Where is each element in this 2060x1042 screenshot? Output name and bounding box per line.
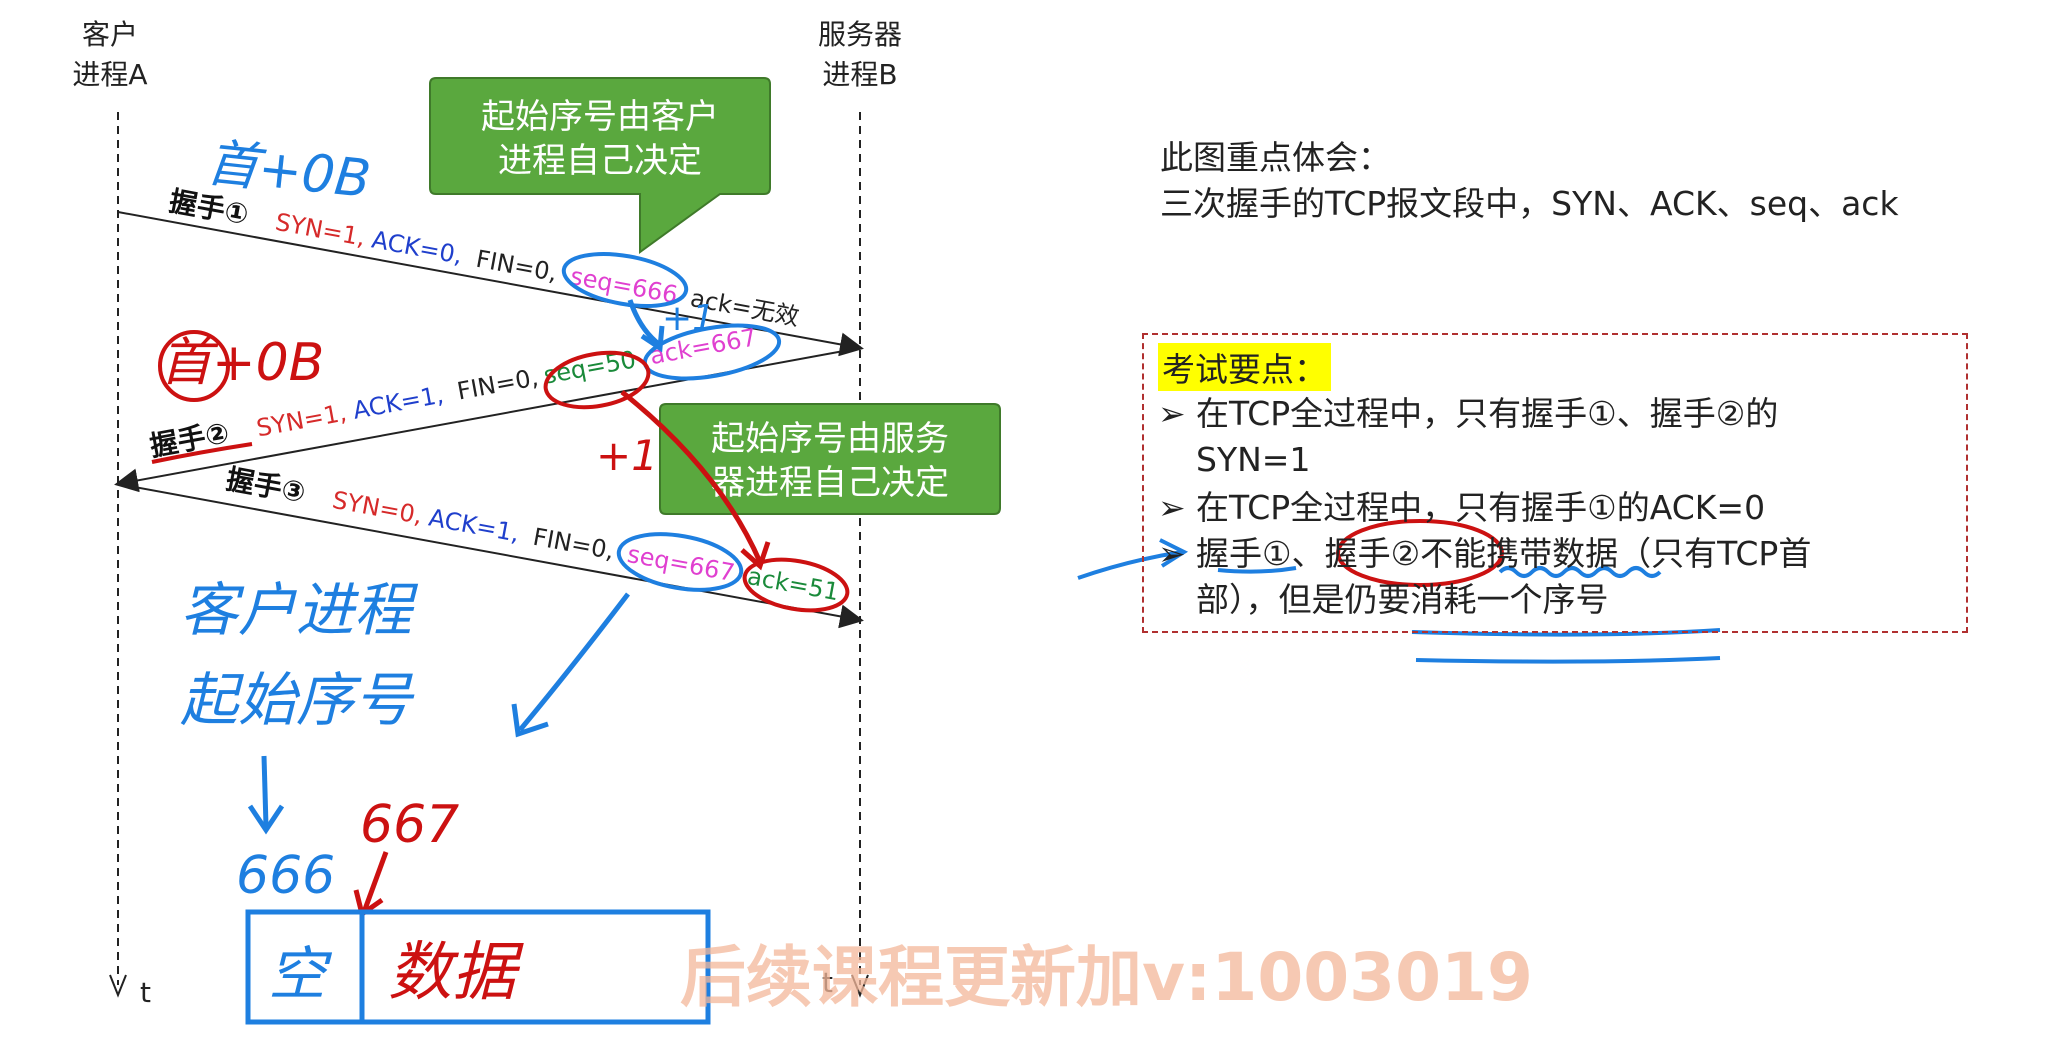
handshake3-ack: ACK=1, — [427, 504, 522, 548]
bullet-arrow-icon: ➢ — [1158, 488, 1186, 527]
pen-circle-ack51 — [742, 557, 850, 613]
pen-plus-one-b: +1 — [596, 431, 658, 480]
notes-line1: 此图重点体会： — [1160, 138, 1391, 177]
pen-underline-seq-2 — [1415, 656, 1721, 664]
watermark: 后续课程更新加v:1003019 — [680, 939, 1533, 1016]
key-notes: 此图重点体会： 三次握手的TCP报文段中，SYN、ACK、seq、ack — [1160, 135, 1899, 227]
pen-client-start-2: 起始序号 — [180, 666, 415, 734]
segment-box — [245, 909, 711, 1025]
notes-line2: 三次握手的TCP报文段中，SYN、ACK、seq、ack — [1160, 184, 1899, 223]
callout-server-seq-box — [659, 403, 1001, 515]
pen-arrowhead-b — [740, 541, 771, 571]
pen-num-667: 667 — [360, 795, 459, 855]
handshake1-syn: SYN=1, — [273, 208, 367, 252]
exam-b1-line1: 在TCP全过程中，只有握手①、握手②的 — [1196, 394, 1779, 433]
pen-arrow-down-666 — [261, 755, 269, 827]
handshake3-line — [117, 483, 864, 629]
pen-circle-seq667 — [616, 532, 744, 592]
pen-underline-handshake1-note — [1217, 566, 1297, 574]
server-label-1: 服务器 — [818, 18, 902, 51]
exam-b2: 在TCP全过程中，只有握手①的ACK=0 — [1196, 488, 1766, 527]
callout-server-seq-line2: 器进程自己决定 — [711, 463, 949, 503]
pen-circle-seq666 — [561, 252, 689, 308]
pen-underline-handshake2 — [151, 442, 253, 464]
bullet-arrow-icon: ➢ — [1158, 534, 1186, 573]
time-label-right: t — [822, 966, 833, 999]
handshake3-syn: SYN=0, — [330, 486, 424, 530]
pen-arrow-667 — [361, 851, 389, 913]
segment-data-label: 数据 — [388, 936, 524, 1010]
handshake1-ack: ACK=0, — [370, 226, 465, 270]
server-time-arrow — [851, 974, 869, 998]
exam-bullet-2: ➢ 在TCP全过程中，只有握手①的ACK=0 — [1158, 485, 1765, 531]
pen-circle-handshake2-note — [1336, 519, 1504, 587]
handshake2-fin: FIN=0, — [455, 363, 541, 405]
pen-arrowhead-a — [640, 325, 665, 353]
pen-squiggle-no-data — [1498, 566, 1662, 578]
callout-server-seq-line1: 起始序号由服务 — [711, 419, 949, 459]
pen-client-start-1: 客户进程 — [180, 576, 419, 644]
segment-empty-label: 空 — [268, 940, 333, 1008]
exam-b3-line1: 握手①、握手②不能携带数据（只有TCP首 — [1196, 534, 1812, 573]
handshake3-fin: FIN=0, — [531, 523, 617, 565]
handshake2-syn: SYN=1, — [254, 398, 348, 442]
pen-note-mid: 首+0B — [160, 333, 324, 393]
pen-arrowhead-right-panel — [1159, 538, 1189, 568]
pen-arrow-plus-one-b — [620, 390, 763, 563]
pen-arrowhead-666 — [247, 804, 285, 835]
exam-b3-line2: 部），但是仍要消耗一个序号 — [1196, 580, 1609, 619]
callout-client-seq-line1: 起始序号由客户 — [481, 97, 719, 137]
pen-arrow-right-panel — [1077, 550, 1183, 580]
client-time-arrow — [109, 974, 127, 998]
handshake1-fin: FIN=0, — [474, 245, 560, 287]
exam-points-box: 考试要点： ➢ 在TCP全过程中，只有握手①、握手②的 SYN=1 ➢ 在TCP全过程… — [1142, 333, 1968, 633]
pen-circle-head — [158, 330, 230, 402]
server-label-2: 进程B — [822, 58, 897, 91]
pen-arrow-seq667-to-box — [518, 592, 630, 732]
bullet-arrow-icon: ➢ — [1158, 394, 1186, 433]
handshake3-name: 握手③ — [224, 462, 308, 509]
exam-title: 考试要点： — [1158, 343, 1331, 391]
exam-bullet-1: ➢ 在TCP全过程中，只有握手①、握手②的 SYN=1 — [1158, 391, 1778, 483]
exam-b1-line2: SYN=1 — [1196, 440, 1311, 479]
client-label-2: 进程A — [72, 58, 147, 91]
pen-circle-seq50 — [543, 350, 651, 410]
handshake2-ack: ACK=1, — [351, 381, 446, 425]
time-label-left: t — [140, 976, 151, 1009]
pen-plus-one-a: +1 — [662, 298, 715, 339]
client-label-1: 客户 — [82, 18, 138, 51]
pen-arrow-plus-one-a — [627, 299, 662, 347]
pen-arrowhead-box — [511, 703, 549, 738]
callout-client-seq-line2: 进程自己决定 — [498, 141, 702, 181]
callout-client-seq-box — [429, 77, 771, 254]
exam-bullet-3: ➢ 握手①、握手②不能携带数据（只有TCP首部），但是仍要消耗一个序号 — [1158, 531, 1811, 623]
pen-num-666: 666 — [236, 846, 335, 906]
